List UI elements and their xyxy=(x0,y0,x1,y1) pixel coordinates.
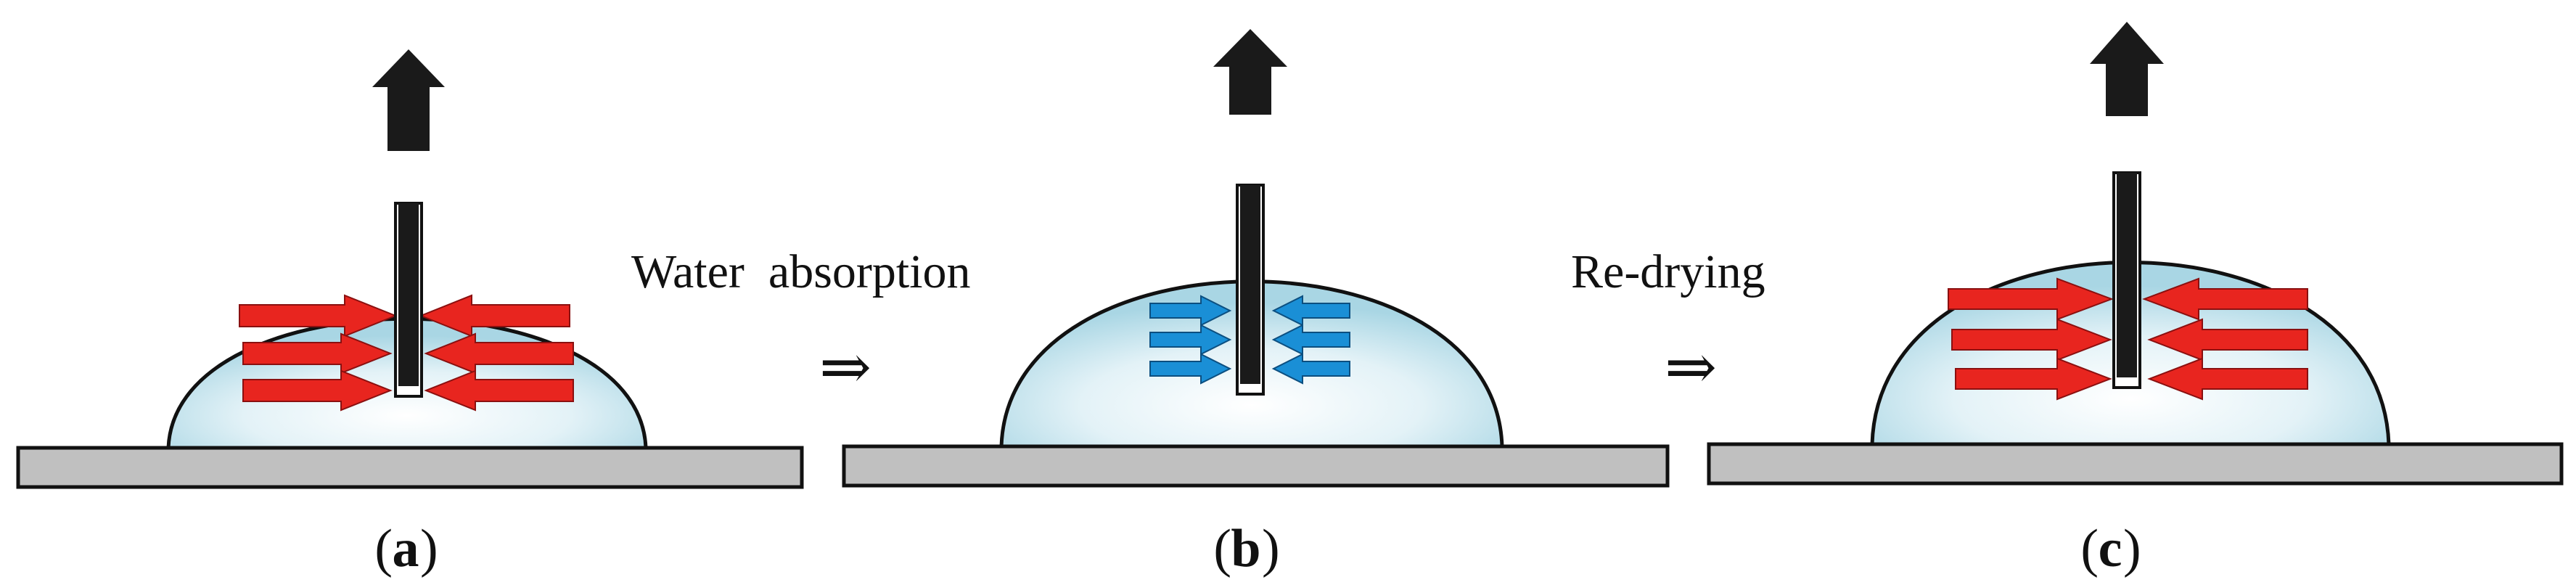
transition-re-drying: Re-drying ⇒ xyxy=(1571,245,1765,402)
force-arrow-a-right-1 xyxy=(419,294,570,338)
fiber-a xyxy=(398,203,419,386)
panel-c-paren-close: ) xyxy=(2123,519,2141,578)
force-arrow-a-left-3 xyxy=(242,369,393,412)
implies-arrow-2: ⇒ xyxy=(1665,332,1717,402)
lift-arrow-b xyxy=(1213,29,1287,115)
force-arrow-a-left-2 xyxy=(242,332,393,375)
force-arrow-b-right-2 xyxy=(1271,324,1350,356)
panel-b: ( b ) xyxy=(842,29,1670,578)
panel-a: ( a ) xyxy=(16,49,804,578)
force-arrow-c-left-2 xyxy=(1951,318,2112,361)
panel-b-paren-open: ( xyxy=(1213,519,1231,578)
force-arrow-c-left-3 xyxy=(1955,357,2112,401)
force-arrow-c-right-3 xyxy=(2147,357,2308,401)
substrate-c xyxy=(1707,442,2564,486)
transition-label-1: Water absorption xyxy=(631,245,971,298)
force-arrow-b-left-1 xyxy=(1149,295,1232,327)
panel-a-paren-open: ( xyxy=(374,519,393,578)
force-arrow-c-left-1 xyxy=(1948,277,2114,321)
force-arrow-c-right-1 xyxy=(2142,277,2308,321)
panel-c-letter: c xyxy=(2099,519,2122,578)
lift-arrow-c xyxy=(2090,22,2164,116)
panel-a-letter: a xyxy=(393,519,419,578)
fiber-b xyxy=(1240,185,1260,384)
force-arrows-a xyxy=(239,294,574,412)
transition-label-2: Re-drying xyxy=(1571,245,1765,298)
panel-c-paren-open: ( xyxy=(2080,519,2099,578)
force-arrows-c xyxy=(1948,277,2308,401)
force-arrow-c-right-2 xyxy=(2147,318,2308,361)
panel-c: ( c ) xyxy=(1707,22,2564,578)
substrate-a xyxy=(16,446,804,489)
force-arrow-b-right-1 xyxy=(1271,295,1350,327)
force-arrow-b-left-3 xyxy=(1149,353,1232,385)
panel-b-letter: b xyxy=(1231,519,1260,578)
force-arrow-a-right-2 xyxy=(424,332,574,375)
transition-water-absorption: Water absorption ⇒ xyxy=(631,245,971,402)
force-arrows-b xyxy=(1149,295,1350,385)
panel-a-paren-close: ) xyxy=(420,519,438,578)
force-arrow-b-right-3 xyxy=(1271,353,1350,385)
panel-b-paren-close: ) xyxy=(1262,519,1280,578)
substrate-b xyxy=(842,444,1670,488)
force-arrow-b-left-2 xyxy=(1149,324,1232,356)
force-arrow-a-left-1 xyxy=(239,294,398,338)
implies-arrow-1: ⇒ xyxy=(819,332,871,402)
force-arrow-a-right-3 xyxy=(424,369,574,412)
fiber-c xyxy=(2117,173,2137,377)
lift-arrow-a xyxy=(372,49,445,151)
